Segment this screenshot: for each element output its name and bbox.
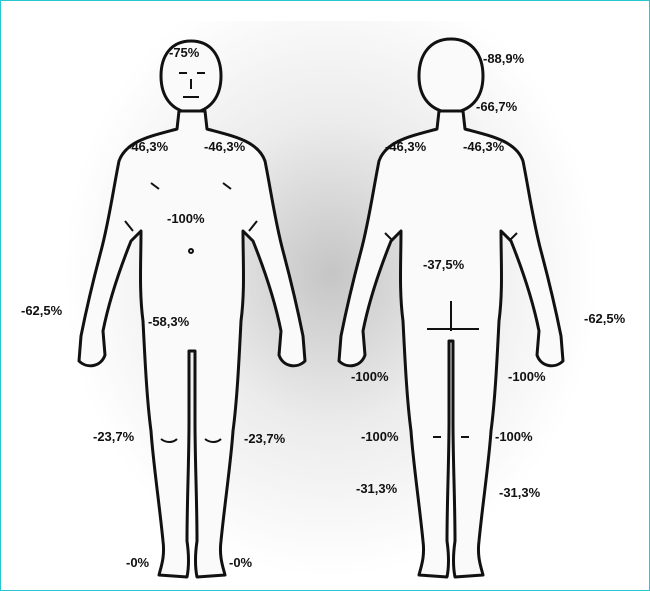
front-chest-label: -100% [167, 211, 205, 227]
back-calf-right-label: -31,3% [499, 485, 540, 501]
front-foot-right-label: -0% [126, 555, 149, 571]
back-hand-label: -62,5% [584, 311, 625, 327]
back-shoulder-right-label: -46,3% [463, 139, 504, 155]
back-body-outline [339, 111, 563, 577]
front-shoulder-left-label: -46,3% [204, 139, 245, 155]
front-head-label: -75% [169, 45, 199, 61]
back-calf-left-label: -31,3% [356, 481, 397, 497]
front-shoulder-right-label: -46,3% [127, 139, 168, 155]
back-head [419, 39, 483, 113]
back-shoulder-left-label: -46,3% [385, 139, 426, 155]
back-lower-back-label: -37,5% [423, 257, 464, 273]
back-head-label: -88,9% [483, 51, 524, 67]
front-pelvis-label: -58,3% [148, 314, 189, 330]
front-hand-label: -62,5% [21, 303, 62, 319]
back-neck-label: -66,7% [476, 99, 517, 115]
back-thigh-left-label: -100% [351, 369, 389, 385]
front-knee-right-label: -23,7% [93, 429, 134, 445]
back-knee-left-label: -100% [361, 429, 399, 445]
front-knee-left-label: -23,7% [244, 431, 285, 447]
front-foot-left-label: -0% [229, 555, 252, 571]
back-thigh-right-label: -100% [508, 369, 546, 385]
back-knee-right-label: -100% [495, 429, 533, 445]
